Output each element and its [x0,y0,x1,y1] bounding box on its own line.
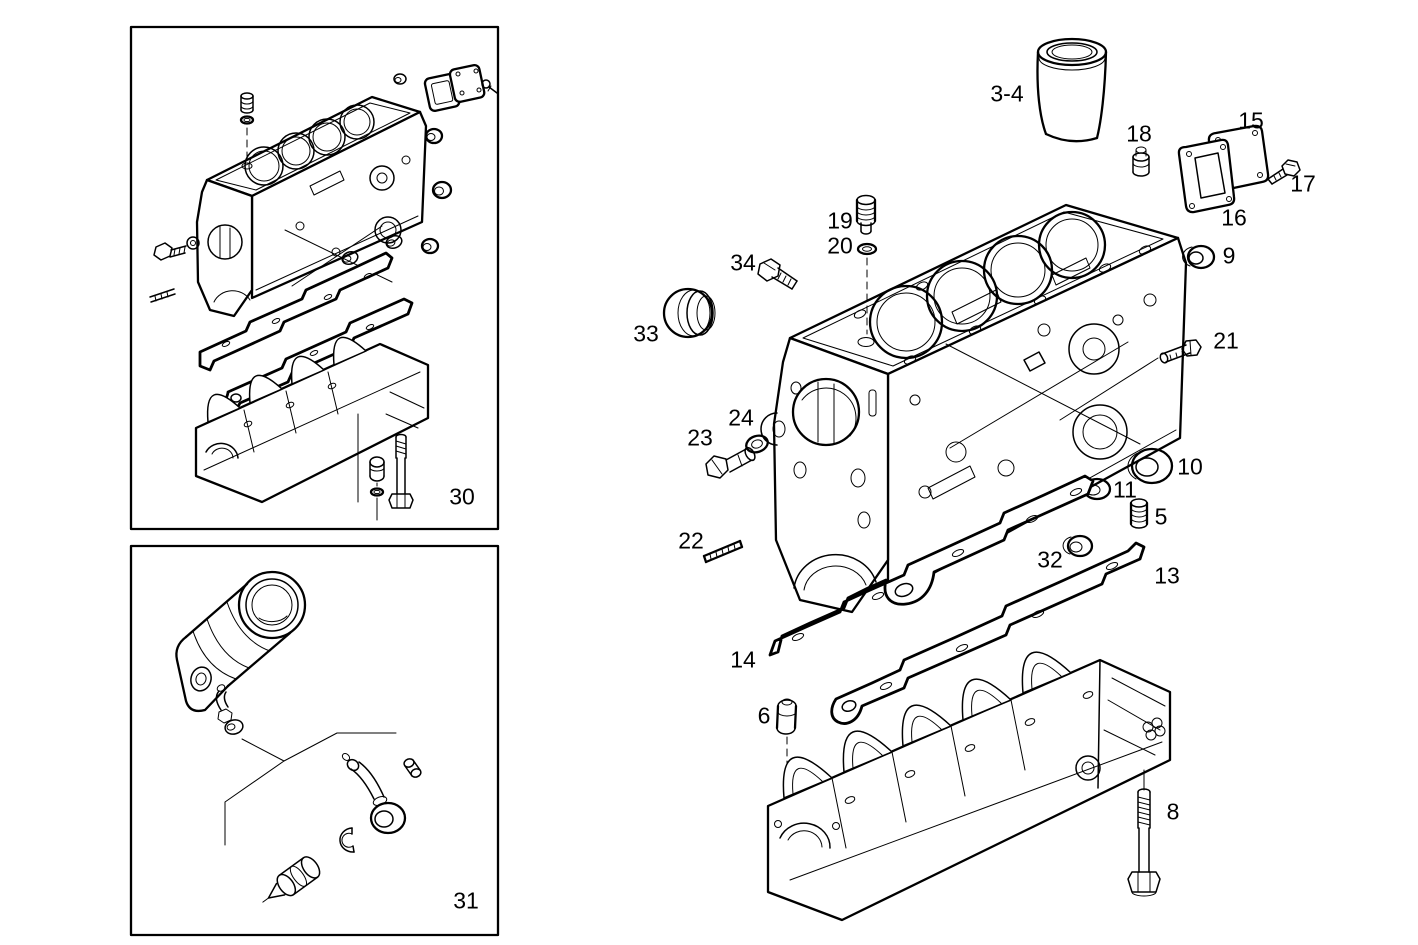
part-bush-32 [1062,534,1094,558]
part-cover-gasket-16 [1177,138,1236,214]
callout-31: 31 [453,887,479,914]
callout-24: 24 [728,404,754,431]
panel-30-border [129,25,500,531]
part-cup-plug-9 [1182,244,1216,270]
callout-15: 15 [1238,107,1264,134]
part-screw-plug-19 [855,194,877,235]
callout-23: 23 [687,424,713,451]
callout-21: 21 [1213,327,1239,354]
part-bedplate [766,651,1172,922]
callout-3-4: 3-4 [990,80,1024,107]
part-main-bearing-bolt-8 [1127,769,1161,897]
part-screw-plug-5 [1129,498,1149,529]
part-plug-6 [775,698,799,798]
panel-31-border [129,544,500,937]
part-screw-plug-33 [662,287,716,339]
panel-31-art [175,570,422,903]
part-plug-18 [1132,146,1150,177]
panel-30-art [149,64,498,521]
part-engine-block [760,203,1188,614]
callout-10: 10 [1177,453,1203,480]
callout-9: 9 [1222,242,1236,269]
callout-16: 16 [1221,204,1247,231]
part-stud-22 [702,539,744,564]
callout-20: 20 [827,232,853,259]
callout-22: 22 [678,527,704,554]
callout-8: 8 [1166,798,1180,825]
part-seal-ring-20 [856,242,878,347]
callout-33: 33 [633,320,659,347]
callout-14: 14 [730,646,756,673]
part-cup-plug-10 [1127,447,1174,485]
part-screw-plug-23 [705,446,756,479]
callout-11: 11 [1113,476,1137,503]
callout-30: 30 [449,483,475,510]
part-seal-ring-24 [745,434,769,454]
callout-5: 5 [1154,503,1168,530]
part-bolt-17 [1267,159,1301,185]
part-cylinder-liner-3-4 [1036,37,1108,143]
callout-6: 6 [757,702,771,729]
part-gasket-14 [768,474,1095,657]
callout-18: 18 [1126,120,1152,147]
callout-13: 13 [1154,562,1180,589]
callout-34: 34 [730,249,756,276]
callout-19: 19 [827,207,853,234]
callout-17: 17 [1290,170,1316,197]
part-gasket-13 [830,541,1146,725]
callout-32: 32 [1037,546,1063,573]
part-bolt-34 [757,258,798,290]
part-bolt-21 [1059,339,1202,421]
